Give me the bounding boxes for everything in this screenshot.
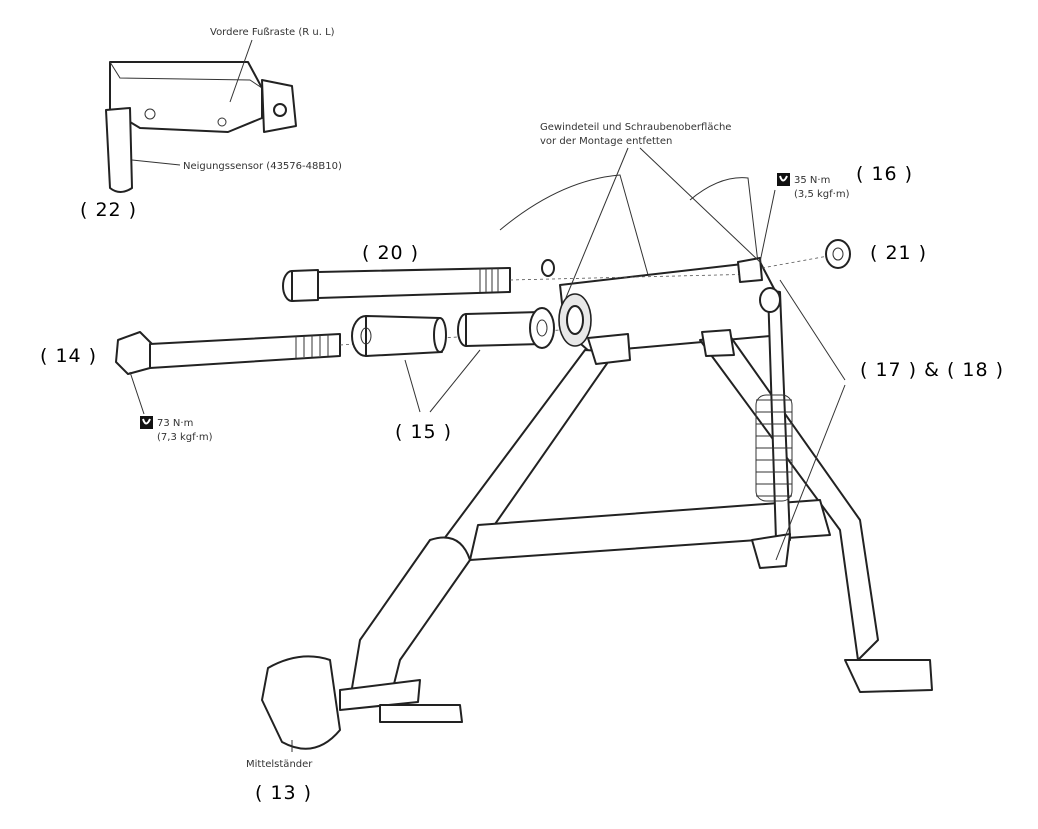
callout-15: ( 15 ): [395, 421, 452, 443]
leader-torque-14: [129, 371, 145, 415]
callout-16: ( 16 ): [856, 163, 913, 185]
torque-16-value: 35 N·m: [794, 175, 830, 186]
center-stand: [261, 174, 933, 750]
callout-14: ( 14 ): [40, 345, 97, 367]
tilt-sensor-label: Neigungssensor (43576-48B10): [183, 161, 342, 172]
bushings-15: [351, 307, 555, 357]
leader-torque-16: [759, 189, 776, 263]
torque-16-unit: (3,5 kgf·m): [794, 189, 850, 200]
callout-21: ( 21 ): [870, 242, 927, 264]
leader-degrease-b: [639, 147, 761, 263]
leader-15b: [429, 349, 481, 413]
torque-wrench-icon: [777, 173, 790, 186]
torque-14-value: 73 N·m: [157, 418, 193, 429]
center-stand-label: Mittelständer: [246, 759, 313, 770]
callout-13: ( 13 ): [255, 782, 312, 804]
nut-21: [825, 239, 851, 269]
callout-22: ( 22 ): [80, 199, 137, 221]
leader-sensor: [131, 159, 181, 166]
leader-15a: [404, 359, 421, 413]
footrest-assembly: [105, 61, 297, 193]
callout-20: ( 20 ): [362, 242, 419, 264]
front-footrest-label: Vordere Fußraste (R u. L): [210, 27, 335, 38]
leader-18: [775, 384, 846, 561]
torque-14-unit: (7,3 kgf·m): [157, 432, 213, 443]
degrease-note-line1: Gewindeteil und Schraubenoberfläche: [540, 122, 731, 133]
leader-footrest: [229, 39, 253, 103]
leader-17: [779, 279, 846, 381]
axis-21: [761, 255, 829, 269]
main-bolt-14: [115, 329, 561, 375]
leader-degrease-a: [564, 147, 629, 301]
bolt-16: [737, 257, 763, 283]
callout-17-18: ( 17 ) & ( 18 ): [860, 359, 1004, 381]
pivot-bolt-20: [282, 259, 761, 302]
torque-wrench-icon: [140, 416, 153, 429]
degrease-note-line2: vor der Montage entfetten: [540, 136, 672, 147]
